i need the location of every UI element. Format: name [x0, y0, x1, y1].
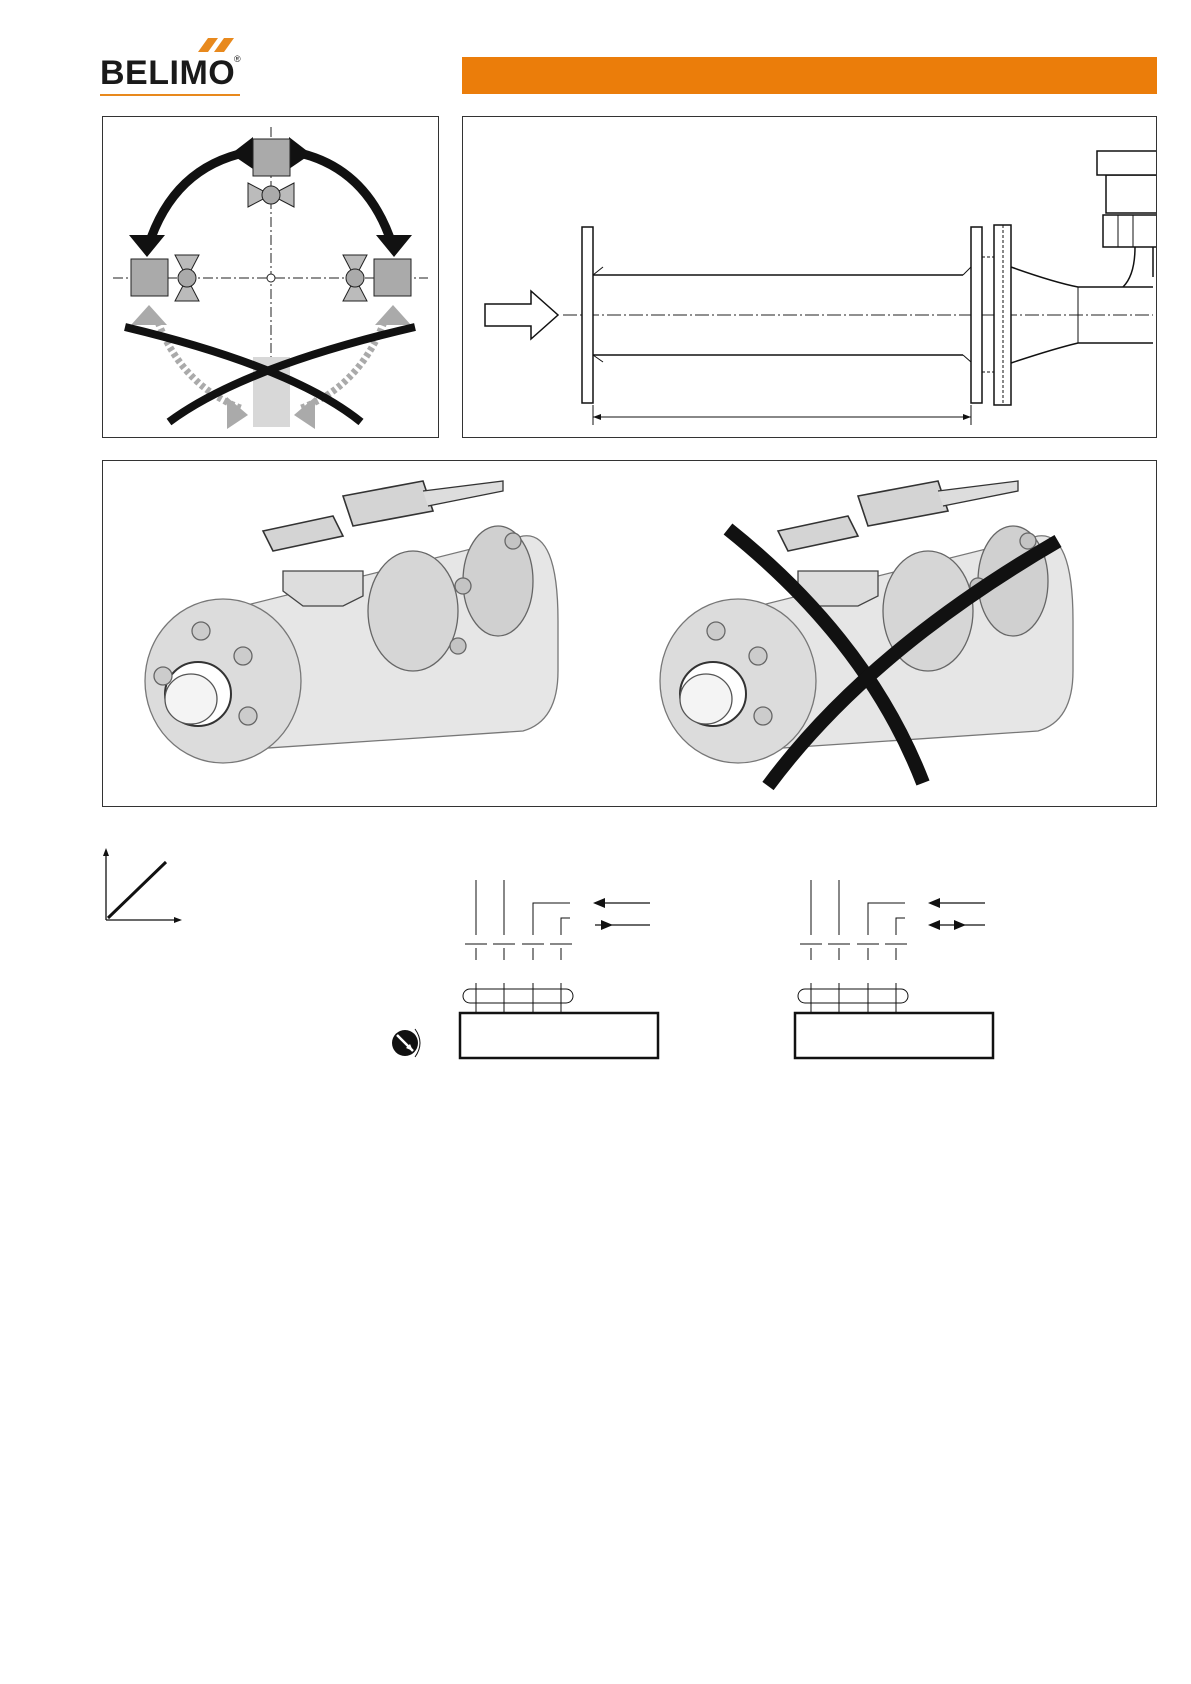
- safety-note-icon: [392, 1029, 420, 1057]
- wiring-diagram-b: [720, 875, 1000, 1070]
- mounting-orientation-panel: [102, 116, 439, 438]
- linear-graph-icon: [98, 846, 186, 926]
- wiring-diagram-a: [385, 875, 665, 1070]
- logo-registered-mark: ®: [234, 54, 241, 64]
- inlet-pipe-panel: [462, 116, 1157, 438]
- valve-insulation-illustrations: [103, 461, 1156, 806]
- valve-insulation-forbidden-illustration: [660, 481, 1073, 786]
- insulation-panel: [102, 460, 1157, 807]
- mounting-position-diagram-icon: [103, 117, 438, 437]
- logo-underline: [100, 94, 240, 96]
- belimo-logo: BELIMO ®: [100, 36, 240, 98]
- logo-wordmark: BELIMO: [100, 56, 235, 90]
- header-bar: [462, 57, 1157, 94]
- flow-arrow-icon: [485, 291, 558, 339]
- logo-chevrons-icon: [190, 36, 240, 54]
- valve-insulation-ok-illustration: [145, 481, 558, 763]
- inlet-straight-run-diagram-icon: [463, 117, 1156, 437]
